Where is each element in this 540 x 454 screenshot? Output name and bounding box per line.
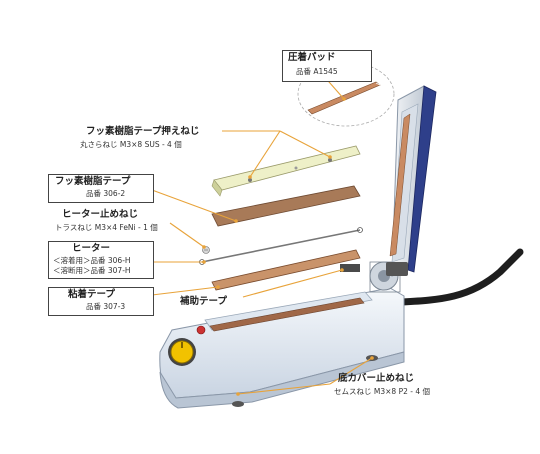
heater-screw-title: ヒーター止めねじ <box>62 209 139 220</box>
leader-arrowheads <box>202 97 374 396</box>
bottom-cover-screw-title: 底カバー止めねじ <box>338 373 415 384</box>
heater-sub-cut: ＜溶断用＞品番 307-H <box>53 266 131 275</box>
seal-rail <box>209 297 365 332</box>
pressure-pad-sub: 品番 A1545 <box>296 67 338 76</box>
aux-tape-title: 補助テープ <box>180 296 227 307</box>
heater-sub-weld: ＜溶着用＞品番 306-H <box>53 256 131 265</box>
leader-lines <box>151 73 373 395</box>
fluoro-tape-box <box>48 174 154 203</box>
fluoro-tape-part <box>211 185 361 227</box>
heater-box <box>48 241 154 279</box>
screw-plate-part <box>213 145 361 191</box>
adhesive-tape-box <box>48 287 154 316</box>
heater-title: ヒーター <box>72 243 111 254</box>
fluoro-screw-sub: 丸さらねじ M3×8 SUS - 4 個 <box>80 140 182 149</box>
bottom-cover-screw-sub: セムスねじ M3×8 P2 - 4 個 <box>334 387 430 396</box>
fluoro-tape-title: フッ素樹脂テープ <box>55 176 131 187</box>
heater-screw-sub: トラスねじ M3×4 FeNi - 1 個 <box>55 223 158 232</box>
adhesive-tape-sub: 品番 307-3 <box>86 302 126 311</box>
timer-dial <box>168 325 206 366</box>
upper-arm <box>386 85 437 277</box>
power-cord <box>398 248 524 306</box>
pressure-pad-box <box>282 50 372 82</box>
pressure-pad-title: 圧着パッド <box>288 52 336 63</box>
fluoro-tape-sub: 品番 306-2 <box>86 189 126 198</box>
aux-block <box>340 264 360 272</box>
fluoro-screw-title: フッ素樹脂テープ押えねじ <box>86 126 200 137</box>
adhesive-tape-title: 粘着テープ <box>68 289 115 300</box>
